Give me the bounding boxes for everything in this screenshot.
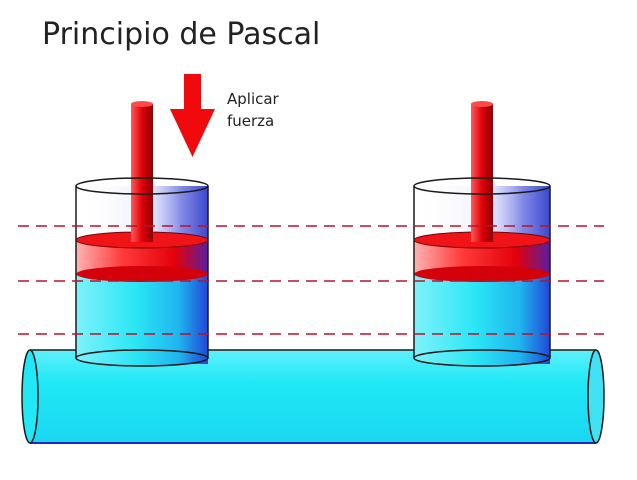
force-label: Aplicar fuerza	[227, 90, 280, 130]
left-fluid-column	[75, 274, 209, 367]
right-fluid-column	[413, 274, 551, 367]
level-guide-lines	[18, 225, 604, 335]
force-label-line2: fuerza	[227, 112, 274, 130]
left-cylinder-rim	[75, 177, 209, 195]
right-cylinder-rim	[413, 177, 551, 195]
right-cylinder	[413, 101, 551, 367]
right-piston	[413, 231, 551, 282]
diagram-title: Principio de Pascal	[42, 17, 320, 52]
arrow-down-icon	[170, 74, 215, 157]
force-label-line1: Aplicar	[227, 90, 280, 108]
left-piston-rod	[131, 104, 153, 242]
right-piston-rod	[471, 104, 493, 242]
